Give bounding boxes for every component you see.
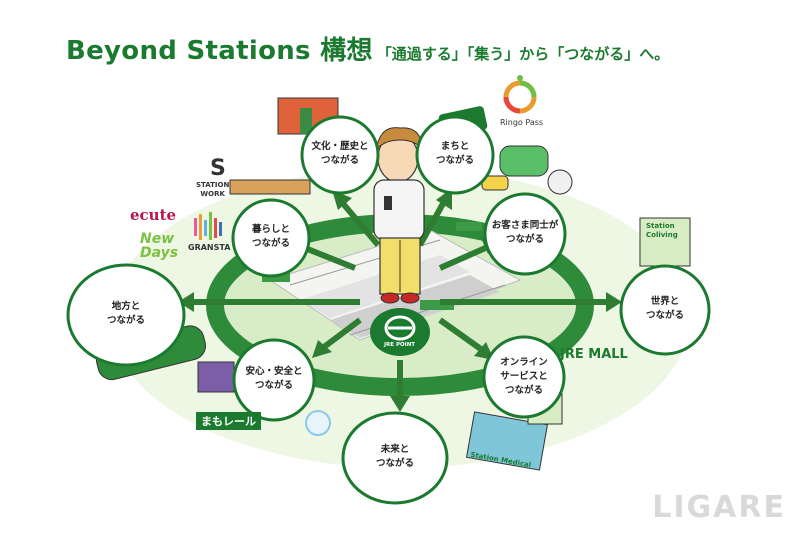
bubble-label-town: まちと つながる bbox=[435, 141, 474, 166]
page-title: Beyond Stations 構想「通過する」「集う」から「つながる」へ。 bbox=[66, 30, 669, 67]
bubble-label-online: オンライン サービスと つながる bbox=[500, 357, 548, 396]
logo-marks: S bbox=[194, 75, 537, 436]
bubbles bbox=[66, 115, 711, 505]
bubble-label-future: 未来と つながる bbox=[375, 444, 414, 469]
bubble-town bbox=[415, 115, 495, 195]
title-main: Beyond Stations 構想 bbox=[66, 36, 373, 66]
bubble-label-regional: 地方と つながる bbox=[106, 301, 145, 326]
bubble-label-customers: お客さま同士が つながる bbox=[491, 220, 559, 245]
mamorail-logo: まもレール bbox=[196, 412, 261, 430]
title-sub: 「通過する」「集う」から「つながる」へ。 bbox=[376, 45, 670, 63]
bubble-living bbox=[231, 198, 311, 278]
ligare-watermark: LIGARE bbox=[652, 490, 786, 525]
bubble-customers bbox=[483, 192, 567, 276]
bubble-world bbox=[619, 264, 711, 356]
jre-point-label: JRE POINT bbox=[384, 342, 416, 348]
bubble-label-culture: 文化・歴史と つながる bbox=[311, 141, 369, 166]
gransta-mark bbox=[194, 212, 222, 240]
bubble-label-safety: 安心・安全と つながる bbox=[245, 366, 303, 391]
station-coliving-label: Station Coliving bbox=[646, 222, 678, 239]
bubble-regional bbox=[66, 263, 186, 367]
bubble-future bbox=[341, 411, 449, 505]
station-work-s: S bbox=[210, 156, 226, 181]
ecute-logo: ecute bbox=[130, 206, 177, 224]
bubble-label-living: 暮らしと つながる bbox=[251, 224, 290, 249]
gransta-logo: GRANSTA bbox=[188, 243, 231, 252]
bubble-culture bbox=[300, 115, 380, 195]
jre-point-badge bbox=[370, 308, 430, 356]
station-work-logo: STATION WORK bbox=[196, 181, 230, 198]
ringo-pass-logo: Ringo Pass bbox=[500, 118, 544, 127]
jre-mall-logo: JRE MALL bbox=[560, 347, 628, 362]
bubble-label-world: 世界と つながる bbox=[645, 296, 684, 321]
bubble-online bbox=[482, 335, 566, 419]
newdays-logo: New Days bbox=[140, 231, 179, 261]
bubble-safety bbox=[232, 338, 316, 422]
